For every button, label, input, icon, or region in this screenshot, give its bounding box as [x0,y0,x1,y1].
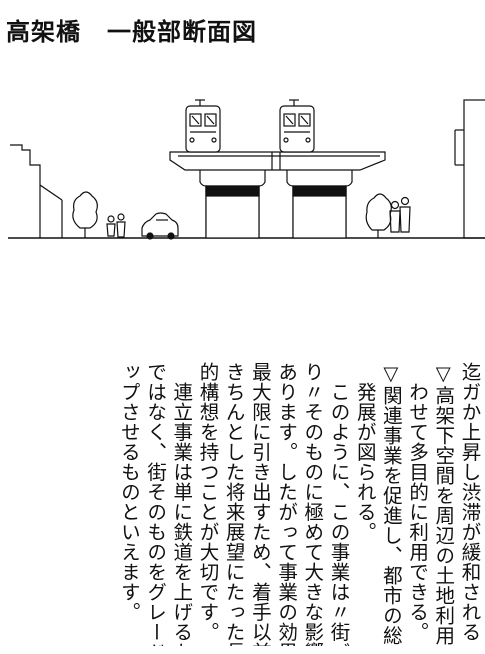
person-icon [106,213,126,238]
body-line: ップさせるものといえます。 [117,362,141,622]
body-line: このように、この事業は〃街づく [326,362,350,646]
body-line: 最大限に引き出すため、着手以前に [248,362,272,646]
title-section: 一般部断面図 [107,18,257,46]
body-line: 迄ガか上昇し渋滞が緩和される [458,362,481,642]
building-icon [10,144,63,238]
train-icon [279,99,315,153]
body-line: ▽関連事業を促進し、都市の総合的 [379,362,403,646]
body-line: り〃そのものに極めて大きな影響が [300,362,324,646]
body-line: 的構想を持つことが大切です。 [195,362,219,642]
train-icon [185,99,221,153]
tree-icon [365,193,392,238]
body-line: 発展が図られる。 [353,362,377,542]
body-line: あります。したがって事業の効果を [274,362,298,646]
body-line: 連立事業は単に鉄道を上げるもの [169,362,193,646]
tree-icon [72,191,98,238]
building-icon [454,99,485,239]
viaduct-pier-right [286,170,353,239]
article-body-vertical-text: 迄ガか上昇し渋滞が緩和される ▽高架下空間を周辺の土地利用にあ わせて多目的に利… [8,362,482,646]
viaduct-cross-section-illustration [8,99,485,240]
car-icon [141,212,179,240]
page-title: 高架橋一般部断面図 [6,12,257,47]
viaduct-deck [169,151,386,171]
body-line: ▽高架下空間を周辺の土地利用にあ [431,362,455,646]
viaduct-pier-left [199,170,266,239]
person-icon [389,196,411,233]
body-line: きちんとした将来展望にたった長期 [222,362,246,646]
body-line: ではなく、街そのものをグレードア [143,362,167,646]
title-structure: 高架橋 [6,18,81,46]
body-line: わせて多目的に利用できる。 [405,362,429,642]
